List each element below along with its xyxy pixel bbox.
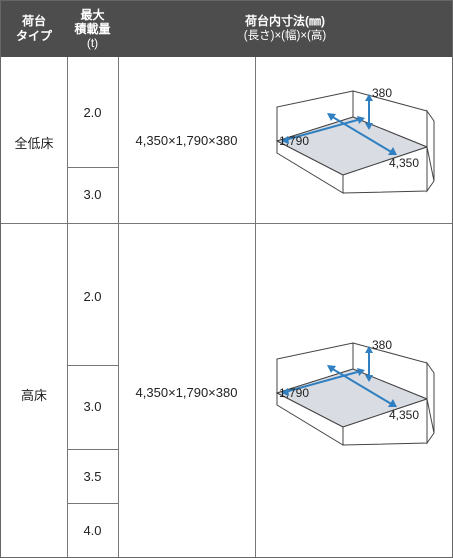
load-divider bbox=[67, 365, 118, 366]
row2-bed-figure: 380 1,790 4,350 bbox=[275, 338, 435, 446]
length-label: 4,350 bbox=[389, 408, 419, 422]
header-dims-sub: (長さ)×(幅)×(高) bbox=[243, 30, 327, 42]
row1-bed-figure: 380 1,790 4,350 bbox=[275, 86, 435, 194]
load-divider bbox=[67, 167, 118, 168]
row2-dims: 4,350×1,790×380 bbox=[135, 385, 238, 400]
row2-load-1: 2.0 bbox=[83, 289, 102, 304]
row2-load-3: 3.5 bbox=[83, 469, 102, 484]
row1-load-2: 3.0 bbox=[83, 187, 102, 202]
load-divider bbox=[67, 503, 118, 504]
row1-dims: 4,350×1,790×380 bbox=[135, 133, 238, 148]
length-label: 4,350 bbox=[389, 156, 419, 170]
header-load-unit: (t) bbox=[86, 36, 99, 50]
header-type-line2: タイプ bbox=[15, 29, 52, 43]
header-dims: 荷台内寸法(㎜) (長さ)×(幅)×(高) bbox=[118, 1, 452, 57]
col-divider bbox=[118, 57, 119, 557]
load-divider bbox=[67, 449, 118, 450]
row2-load-4: 4.0 bbox=[83, 523, 102, 538]
row2-type: 高床 bbox=[20, 388, 47, 403]
header-dims-title: 荷台内寸法(㎜) bbox=[245, 14, 325, 28]
row-divider bbox=[1, 223, 452, 224]
col-divider bbox=[67, 57, 68, 557]
height-label: 380 bbox=[372, 338, 392, 352]
dimension-arrows bbox=[281, 94, 397, 155]
header-type: 荷台 タイプ bbox=[1, 1, 67, 57]
row2-load-2: 3.0 bbox=[83, 399, 102, 414]
col-divider bbox=[255, 57, 256, 557]
width-label: 1,790 bbox=[279, 386, 309, 400]
height-label: 380 bbox=[372, 86, 392, 100]
header-load-line1: 最大 bbox=[80, 8, 105, 22]
width-label: 1,790 bbox=[279, 134, 309, 148]
row1-type: 全低床 bbox=[14, 136, 54, 151]
dimension-arrows bbox=[281, 346, 397, 407]
header-load-line2: 積載量 bbox=[74, 22, 111, 36]
header-type-line1: 荷台 bbox=[21, 14, 46, 28]
row1-load-1: 2.0 bbox=[83, 105, 102, 120]
header-load: 最大 積載量 (t) bbox=[67, 1, 118, 57]
table-header: 荷台 タイプ 最大 積載量 (t) 荷台内寸法(㎜) (長さ)×(幅)×(高) bbox=[1, 1, 452, 57]
